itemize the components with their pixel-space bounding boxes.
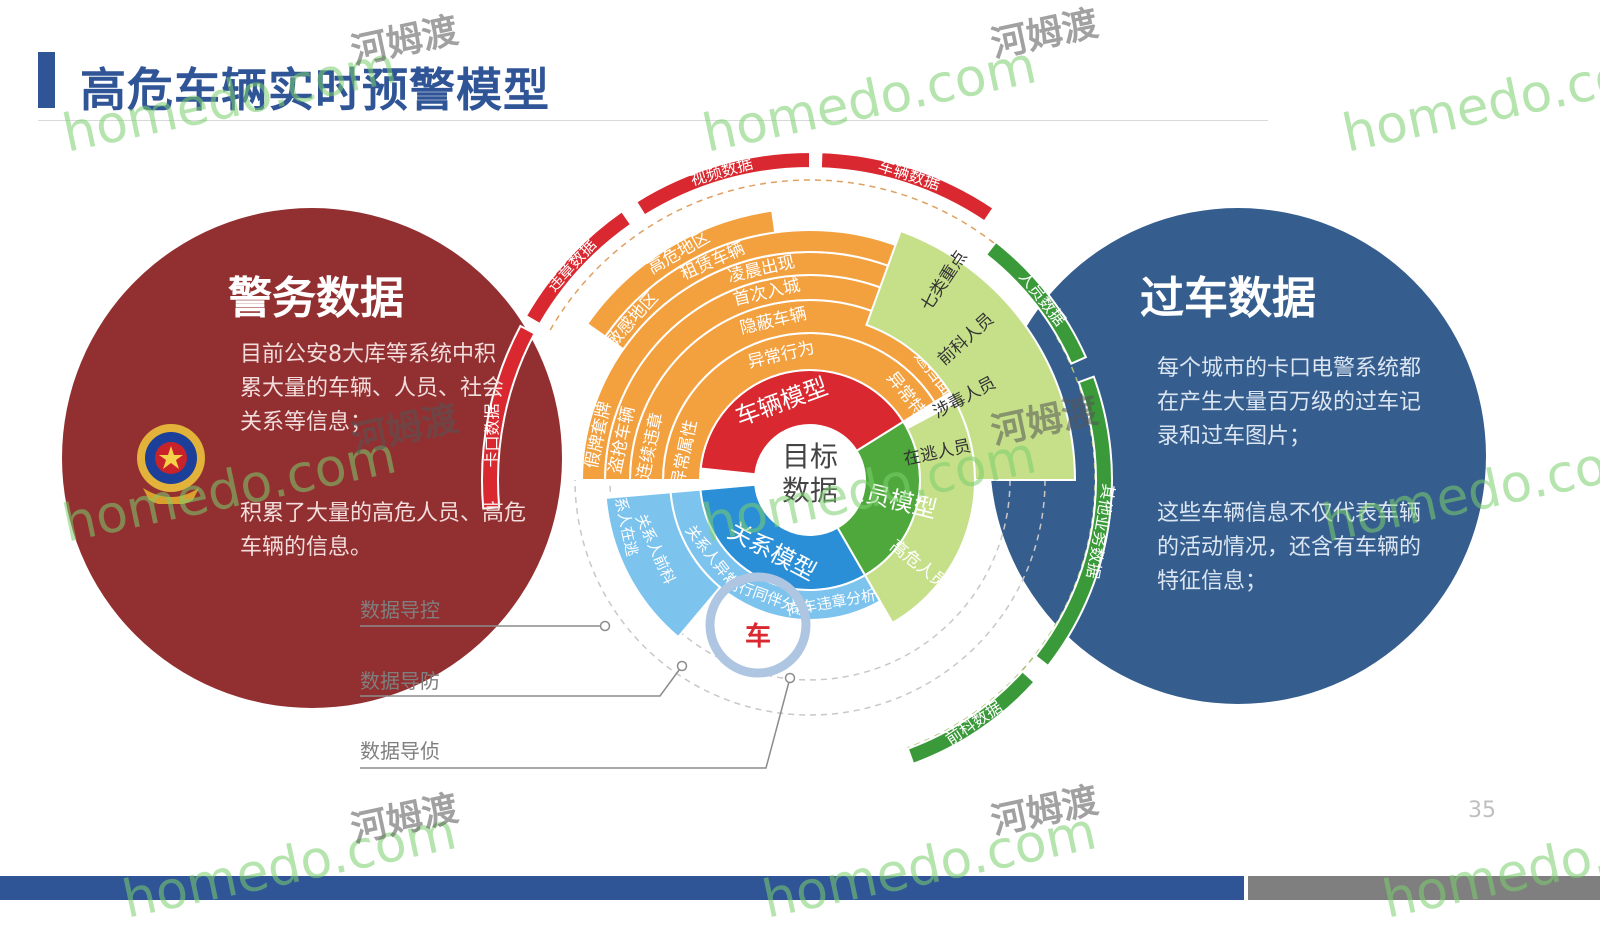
outer-top-band (634, 150, 811, 217)
connector-dot (676, 660, 688, 672)
target-data-center (755, 425, 865, 535)
connector-dot (599, 620, 611, 632)
side-label-prevent: 数据导防 (360, 669, 440, 693)
dashed-orbit (574, 479, 1046, 716)
side-label-investigate: 数据导侦 (360, 739, 440, 763)
connector-dot (784, 672, 796, 684)
outer-right-band (984, 240, 1088, 365)
police-data-desc-1: 目前公安8大库等系统中积累大量的车辆、人员、社会关系等信息； (240, 342, 505, 435)
outer-left-band (524, 209, 633, 326)
vehicle-band (585, 209, 777, 338)
car-ring (705, 572, 811, 678)
outer-left-label: 违章数据 (543, 235, 600, 295)
connector-line (360, 665, 683, 697)
title-accent-bar (38, 52, 55, 108)
center-label: 目标 (782, 440, 838, 473)
outer-left-band (481, 324, 536, 510)
warning-model-diagram: 车辆模型异常属性异常行为异常特征连续违章隐蔽车辆遮挡面部盗抢车辆首次入城无牌车辆… (360, 150, 1118, 769)
outer-right-label: 前科数据 (942, 697, 1006, 749)
dashed-orbit (907, 337, 1096, 749)
footer-bar (0, 876, 1244, 900)
side-label-control: 数据导控 (360, 598, 440, 622)
footer-bar-grey (1248, 876, 1600, 900)
page-title: 高危车辆实时预警模型 (80, 63, 550, 117)
page-number: 35 (1468, 798, 1496, 823)
connector-line (360, 677, 791, 769)
outer-top-band (819, 151, 995, 223)
center-label: 数据 (782, 474, 838, 507)
police-emblem-icon (137, 424, 205, 504)
outer-right-label: 其他业务数据 (1083, 482, 1118, 580)
police-data-heading: 警务数据 (228, 273, 404, 324)
traffic-data-desc-2: 这些车辆信息不仅代表车辆的活动情况，还含有车辆的特征信息； (1157, 501, 1422, 594)
title-divider (38, 120, 1268, 121)
outer-right-band (906, 669, 1036, 766)
police-data-desc-2: 积累了大量的高危人员、高危车辆的信息。 (240, 501, 527, 560)
car-label: 车 (745, 621, 771, 652)
relation-outer-band (604, 491, 722, 639)
traffic-data-desc-1: 每个城市的卡口电警系统都在产生大量百万级的过车记录和过车图片； (1157, 356, 1422, 449)
traffic-data-heading: 过车数据 (1140, 273, 1316, 324)
outer-right-label: 人员数据 (1015, 267, 1069, 329)
person-outer-band (865, 229, 1077, 481)
outer-right-band (1033, 375, 1113, 668)
outer-top-label: 车辆数据 (876, 156, 943, 194)
outer-left-label: 卡口数据 (483, 403, 502, 467)
